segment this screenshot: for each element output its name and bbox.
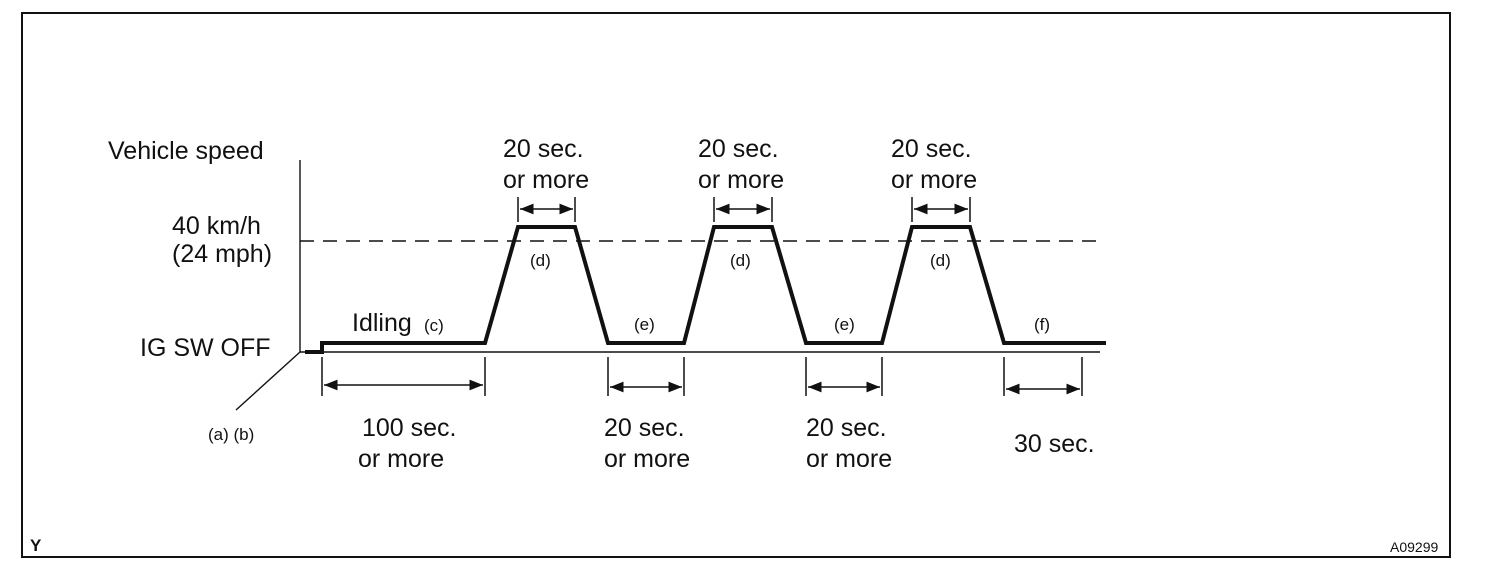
figure-code-label: A09299: [1390, 539, 1438, 555]
start-steps-label: (a) (b): [208, 425, 254, 444]
hold-1-time-line1: 20 sec.: [503, 135, 584, 163]
step-f-label: (f): [1034, 315, 1050, 334]
final-30-time-label: 30 sec.: [1014, 430, 1095, 458]
speed-label-kmh: 40 km/h: [172, 212, 261, 240]
speed-label-mph: (24 mph): [172, 240, 272, 268]
idle-20b-time-line1: 20 sec.: [806, 414, 887, 442]
step-e-label-1: (e): [634, 315, 655, 334]
step-d-label-1: (d): [530, 251, 551, 270]
step-d-label-2: (d): [730, 251, 751, 270]
hold-2-time-line1: 20 sec.: [698, 135, 779, 163]
hold-3-time-line1: 20 sec.: [891, 135, 972, 163]
corner-letter-label: Y: [30, 536, 42, 555]
hold-1-time-line2: or more: [503, 166, 589, 194]
idle-100-time-line2: or more: [358, 445, 444, 473]
hold-3-time-line2: or more: [891, 166, 977, 194]
vehicle-speed-trace: [305, 225, 1106, 354]
start-leader-line: [235, 351, 301, 411]
idle-20a-time-line1: 20 sec.: [604, 414, 685, 442]
idling-label: Idling: [352, 309, 412, 337]
ig-switch-off-label: IG SW OFF: [140, 334, 271, 362]
y-axis-label: Vehicle speed: [108, 137, 264, 165]
step-e-label-2: (e): [834, 315, 855, 334]
step-c-label: (c): [424, 316, 444, 335]
idle-20b-time-line2: or more: [806, 445, 892, 473]
hold-2-time-line2: or more: [698, 166, 784, 194]
idle-20a-time-line2: or more: [604, 445, 690, 473]
step-d-label-3: (d): [930, 251, 951, 270]
idle-100-time-line1: 100 sec.: [362, 414, 457, 442]
diagram-frame: [21, 12, 1451, 558]
